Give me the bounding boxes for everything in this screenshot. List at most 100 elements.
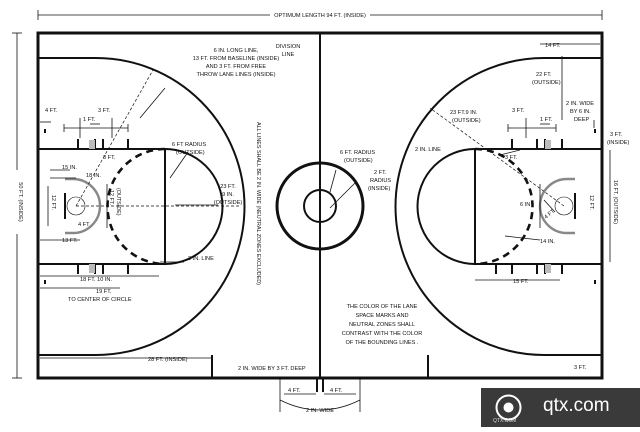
ft-4-bottom-b: 4 FT.	[330, 388, 343, 394]
in-15: 15 IN.	[62, 165, 77, 171]
watermark-badge: QTX.COM qtx.com	[481, 388, 640, 427]
watermark-sub: QTX.COM	[493, 418, 517, 424]
right-court-end	[394, 43, 611, 378]
center-radius-6-1: 6 FT. RADIUS	[340, 150, 375, 156]
right-three-point-leader	[429, 107, 565, 207]
watermark-logo-icon	[495, 394, 522, 421]
two-in-line-right: 2 IN. LINE	[415, 147, 441, 153]
ft-1-right: 1 FT.	[540, 117, 553, 123]
center-radius-2-2: RADIUS	[370, 178, 391, 184]
wide-deep-right-1: 2 IN. WIDE	[566, 101, 594, 107]
right-lane-marks	[495, 139, 563, 274]
left-lane	[37, 148, 166, 265]
ft-4-bottom-a: 4 FT.	[288, 388, 301, 394]
ft-15: 15 FT.	[513, 279, 529, 285]
ft-22-outside-2: (OUTSIDE)	[532, 80, 561, 86]
right-lane	[474, 148, 603, 265]
to-center: TO CENTER OF CIRCLE	[68, 297, 132, 303]
right-basket-ring	[554, 196, 574, 216]
right-dimensions	[475, 43, 611, 281]
ft-1-left: 1 FT.	[83, 117, 96, 123]
right-lane-hatch	[507, 118, 557, 138]
neutral-zone-label: 2 IN. WIDE BY 3 FT. DEEP	[238, 366, 306, 372]
color-note-5: OF THE BOUNDING LINES .	[346, 340, 419, 346]
lines-note: ALL LINES SHALL BE 2 IN. WIDE (NEUTRAL Z…	[255, 122, 261, 285]
ft-3-right-lane: 3 FT.	[505, 155, 518, 161]
overall-width-dimension: 50 FT. (INSIDE)	[11, 32, 23, 379]
ft-radius-left-2: (OUTSIDE)	[176, 150, 205, 156]
wide-deep-right-2: BY 6 IN.	[570, 109, 591, 115]
in-14: 14 IN.	[540, 239, 555, 245]
color-note-3: NEUTRAL ZONES SHALL	[349, 322, 415, 328]
right-free-throw-circle-solid	[416, 148, 476, 265]
overall-width-label: 50 FT. (INSIDE)	[17, 182, 23, 222]
center-circle-outer	[275, 161, 365, 251]
in-18: 18 IN.	[86, 173, 101, 179]
ft-3-bottom-right: 3 FT.	[574, 365, 587, 371]
three-pt-left-1: 23 FT.	[220, 184, 236, 190]
ft-28: 28 FT. (INSIDE)	[148, 357, 188, 363]
ft-4-left: 4 FT.	[45, 108, 58, 114]
center-radius-leader-2	[329, 181, 357, 209]
center-radius-6-2: (OUTSIDE)	[344, 158, 373, 164]
ft-12-outside-2: (OUTSIDE)	[115, 188, 121, 216]
left-free-throw-circle-solid	[164, 148, 224, 265]
two-in-wide: 2 IN. WIDE	[306, 408, 334, 414]
color-note-2: SPACE MARKS AND	[355, 313, 408, 319]
overall-length-label: OPTIMUM LENGTH 94 FT. (INSIDE)	[274, 13, 366, 19]
left-basket-ring	[66, 196, 86, 216]
ft-19: 19 FT.	[96, 289, 112, 295]
left-court-end	[37, 57, 246, 378]
left-free-throw-circle-dashed	[106, 147, 166, 266]
color-note-1: THE COLOR OF THE LANE	[347, 304, 418, 310]
ft-3-left-top: 3 FT.	[98, 108, 111, 114]
watermark-text: qtx.com	[543, 395, 610, 416]
ft-3-right-top: 3 FT.	[512, 108, 525, 114]
three-pt-left-3: (OUTSIDE)	[214, 200, 243, 206]
ft-3-right-edge-2: (INSIDE)	[607, 140, 630, 146]
right-three-point-line	[394, 57, 602, 356]
left-dimensions	[40, 151, 218, 359]
three-pt-right-2: (OUTSIDE)	[452, 118, 481, 124]
left-long-line-leader	[75, 69, 154, 207]
ft-18-10: 18 FT. 10 IN.	[80, 277, 112, 283]
long-line-label-2: 13 FT. FROM BASELINE (INSIDE)	[193, 56, 280, 62]
ft-3-left-lane: 3 FT.	[103, 155, 116, 161]
ft-12-outside-1: 12 FT.	[108, 190, 114, 205]
left-three-point-line	[38, 57, 246, 356]
ft-3-right-edge-1: 3 FT.	[610, 132, 623, 138]
three-pt-right-1: 23 FT.9 IN.	[450, 110, 478, 116]
left-lane-hatch	[40, 118, 129, 138]
ft-12-right: 12 FT.	[588, 195, 594, 210]
division-line-label-1: DIVISION	[276, 44, 301, 50]
center-radius-leader	[329, 169, 337, 193]
long-line-leader	[139, 87, 166, 119]
color-note-4: CONTRAST WITH THE COLOR	[342, 331, 423, 337]
ft-16-outside: 16 FT. (OUTSIDE)	[612, 180, 618, 224]
ft-14-top: 14 FT.	[545, 43, 561, 49]
bottom-neutral-zone-dimension	[279, 378, 361, 412]
center-radius-2-3: (INSIDE)	[368, 186, 391, 192]
left-restricted-arc	[65, 177, 102, 235]
ft-12-left: 12 FT.	[50, 195, 56, 210]
ft-6-in: 6 IN	[520, 202, 530, 208]
three-pt-left-2: 9 IN.	[222, 192, 234, 198]
ft-22-outside-1: 22 FT.	[536, 72, 552, 78]
wide-deep-right-3: DEEP	[574, 117, 590, 123]
overall-length-dimension: OPTIMUM LENGTH 94 FT. (INSIDE)	[37, 9, 603, 20]
left-lane-marks	[77, 139, 129, 274]
division-line-label-2: LINE	[282, 52, 295, 58]
ft-13: 13 FT.	[62, 238, 78, 244]
ft-radius-left-1: 6 FT RADIUS	[172, 142, 206, 148]
ft-4-rim: 4 FT	[78, 222, 90, 228]
long-line-label-1: 6 IN. LONG LINE,	[214, 48, 259, 54]
long-line-label-4: THROW LANE LINES (INSIDE)	[197, 72, 276, 78]
center-radius-2-1: 2 FT.	[374, 170, 387, 176]
long-line-label-3: AND 3 FT. FROM FREE	[206, 64, 267, 70]
two-in-line-left: 2 IN. LINE	[188, 256, 214, 262]
center-circle-inner	[303, 189, 337, 223]
ft-4-right: 4 FT	[543, 208, 556, 220]
right-restricted-arc	[538, 177, 575, 235]
